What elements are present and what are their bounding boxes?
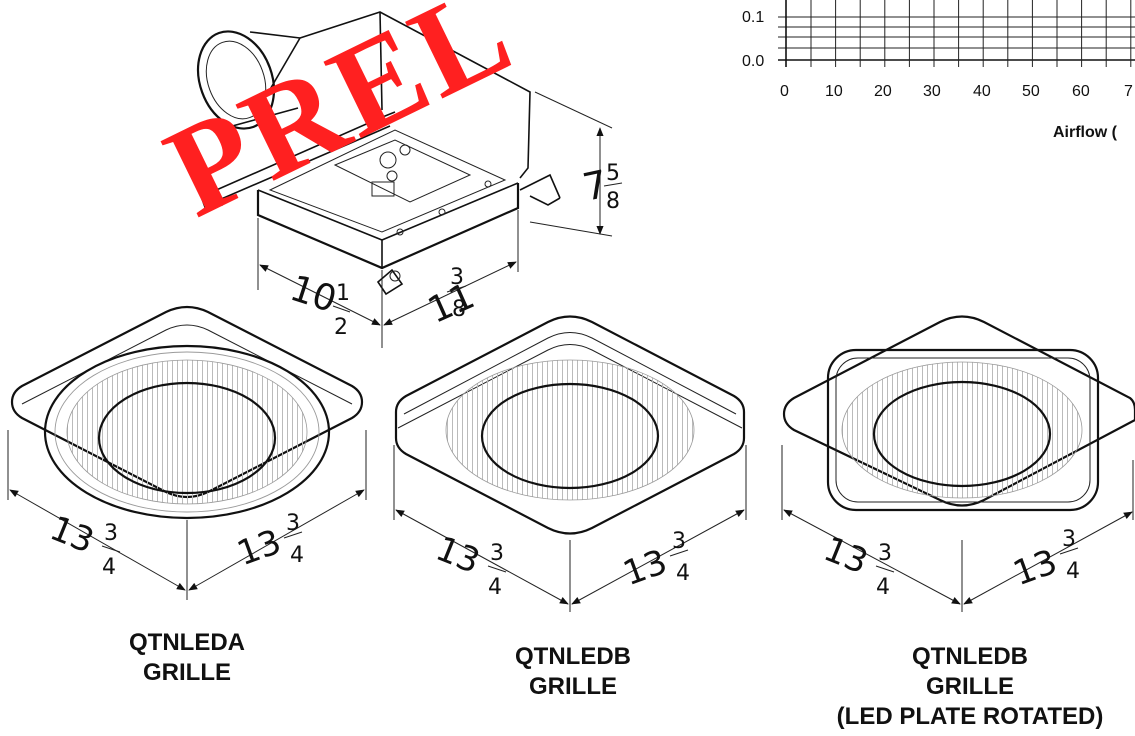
grille-c-left-num: 3 bbox=[878, 541, 892, 566]
caption-line: (LED PLATE ROTATED) bbox=[836, 703, 1104, 730]
watermark-text: PREL bbox=[145, 0, 534, 245]
chart-grid bbox=[778, 0, 1135, 67]
caption-qtnledb-rotated: QTNLEDB GRILLE (LED PLATE ROTATED) bbox=[820, 642, 1120, 732]
grille-qtnleda-drawing: 13 3 4 13 3 4 bbox=[7, 305, 367, 600]
height-dim-den: 8 bbox=[606, 189, 620, 214]
height-dim-num: 5 bbox=[606, 161, 620, 186]
width-dim-den: 2 bbox=[334, 315, 348, 340]
caption-line: QTNLEDA bbox=[129, 629, 245, 656]
grille-c-left-den: 4 bbox=[876, 575, 890, 600]
x-tick: 10 bbox=[825, 83, 843, 100]
grille-a-right-num: 3 bbox=[286, 511, 300, 536]
width-dim-num: 1 bbox=[336, 281, 350, 306]
grille-a-right-den: 4 bbox=[290, 543, 304, 568]
grille-c-left-whole: 13 bbox=[818, 529, 873, 582]
grille-b-right-num: 3 bbox=[672, 529, 686, 554]
depth-dim-den: 8 bbox=[452, 297, 466, 322]
grille-a-left-num: 3 bbox=[104, 521, 118, 546]
grille-b-right-den: 4 bbox=[676, 561, 690, 586]
x-tick: 20 bbox=[874, 83, 892, 100]
caption-line: GRILLE bbox=[529, 673, 617, 700]
caption-line: GRILLE bbox=[143, 659, 231, 686]
grille-c-right-whole: 13 bbox=[1008, 542, 1062, 594]
fan-housing-drawing: PREL 7 5 8 10 1 2 11 3 8 bbox=[145, 0, 623, 348]
x-tick: 30 bbox=[923, 83, 941, 100]
x-tick: 50 bbox=[1022, 83, 1040, 100]
grille-b-left-den: 4 bbox=[488, 575, 502, 600]
x-tick: 7 bbox=[1124, 83, 1133, 100]
airflow-chart: 0.1 0.0 0 10 20 30 40 50 60 7 Airflow ( bbox=[742, 0, 1135, 141]
x-axis-label: Airflow ( bbox=[1053, 124, 1118, 141]
caption-line: GRILLE bbox=[926, 673, 1014, 700]
grille-a-right-whole: 13 bbox=[232, 522, 286, 574]
y-tick-0-1: 0.1 bbox=[742, 9, 764, 26]
grille-b-left-whole: 13 bbox=[430, 529, 485, 582]
x-tick: 40 bbox=[973, 83, 991, 100]
grille-b-right-whole: 13 bbox=[618, 542, 672, 594]
depth-dim-num: 3 bbox=[450, 265, 464, 290]
grille-c-right-den: 4 bbox=[1066, 559, 1080, 584]
caption-qtnledb: QTNLEDB GRILLE bbox=[473, 642, 673, 702]
grille-a-left-den: 4 bbox=[102, 555, 116, 580]
width-dim-whole: 10 bbox=[285, 268, 341, 321]
grille-qtnledb-rotated-drawing: 13 3 4 13 3 4 bbox=[781, 315, 1135, 612]
x-tick: 0 bbox=[780, 83, 789, 100]
caption-line: QTNLEDB bbox=[515, 643, 631, 670]
grille-a-left-whole: 13 bbox=[44, 508, 99, 561]
caption-line: QTNLEDB bbox=[912, 643, 1028, 670]
grille-b-left-num: 3 bbox=[490, 541, 504, 566]
y-tick-0-0: 0.0 bbox=[742, 53, 764, 70]
caption-qtnleda: QTNLEDA GRILLE bbox=[87, 628, 287, 688]
x-tick: 60 bbox=[1072, 83, 1090, 100]
grille-c-right-num: 3 bbox=[1062, 527, 1076, 552]
grille-qtnledb-drawing: 13 3 4 13 3 4 bbox=[393, 315, 747, 612]
